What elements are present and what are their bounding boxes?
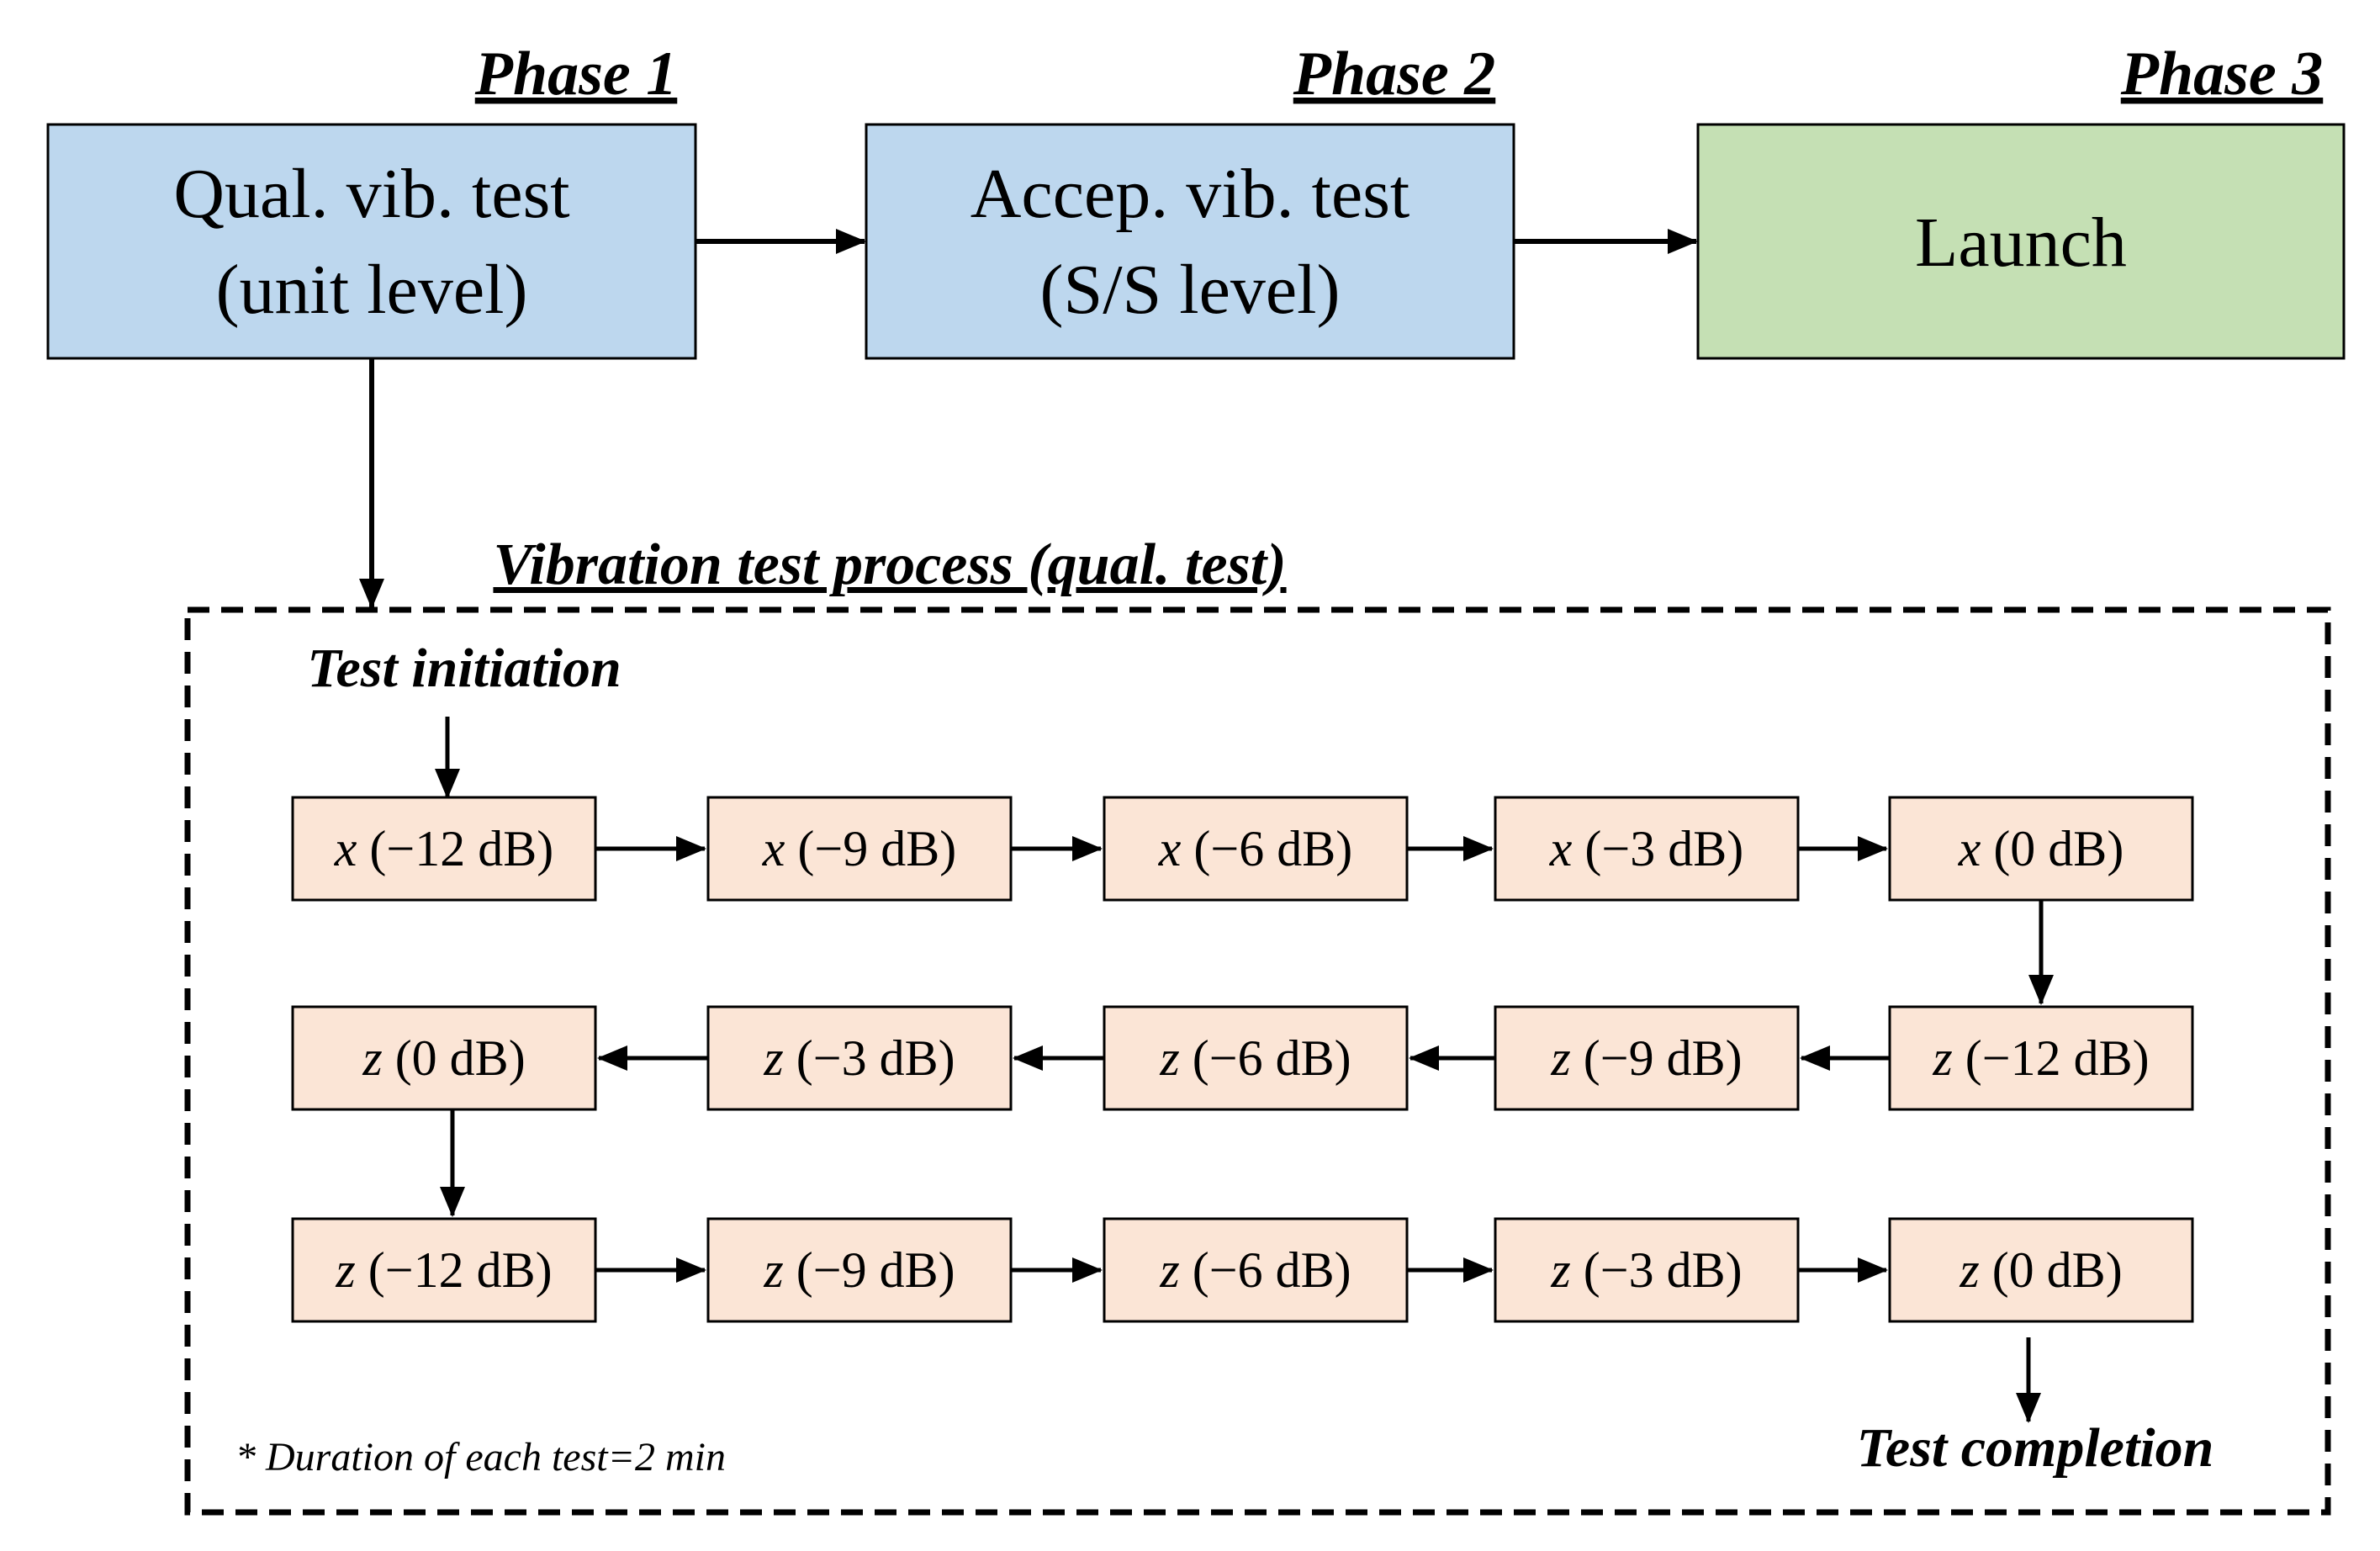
duration-note: * Duration of each test=2 min [235,1435,726,1480]
test-step-box: x (−3 dB) [1494,796,1800,902]
test-step-axis: x [1158,821,1182,876]
test-step-label: z (−6 dB) [1159,1030,1351,1086]
test-step-level: (−9 dB) [785,821,956,876]
test-step-label: x (−6 dB) [1158,821,1352,876]
test-step-level: (−3 dB) [784,1030,955,1086]
test-step-label: z (−12 dB) [1932,1030,2149,1086]
test-step-box: x (−6 dB) [1103,796,1409,902]
test-step-rect [1494,1005,1800,1111]
test-step-label: x (−12 dB) [334,821,553,876]
phase-2-box: Accep. vib. test (S/S level) [865,123,1515,360]
phase-1-line1: Qual. vib. test [173,155,569,233]
test-step-axis: x [762,821,785,876]
test-step-level: (−6 dB) [1180,1242,1351,1298]
test-step-axis: z [335,1242,355,1298]
test-step-label: x (−9 dB) [762,821,956,876]
test-step-label: z (−6 dB) [1159,1242,1351,1298]
test-step-level: (0 dB) [383,1030,526,1086]
test-step-label: z (−3 dB) [1550,1242,1742,1298]
test-step-axis: z [362,1030,382,1086]
test-step-level: (−9 dB) [784,1242,955,1298]
test-step-arrows [440,836,2054,1283]
test-step-label: z (−3 dB) [763,1030,955,1086]
test-step-rect [1888,796,2194,902]
test-step-box: z (−6 dB) [1103,1217,1409,1323]
test-step-axis: z [1550,1242,1570,1298]
test-step-level: (−3 dB) [1572,821,1743,876]
test-step-label: x (−3 dB) [1549,821,1743,876]
test-step-axis: x [334,821,357,876]
test-step-axis: z [763,1242,783,1298]
test-step-box: z (0 dB) [291,1005,597,1111]
test-step-rect [1103,1005,1409,1111]
process-title: Vibration test process (qual. test) [493,532,1286,597]
test-step-axis: z [1159,1030,1179,1086]
test-step-rect [291,1005,597,1111]
test-completion-label: Test completion [1857,1417,2214,1479]
phase-2-line1: Accep. vib. test [971,155,1410,233]
test-step-rect [706,1005,1013,1111]
test-step-rect [291,796,597,902]
test-step-level: (0 dB) [1981,821,2123,876]
test-step-level: (0 dB) [1980,1242,2123,1298]
process-dashed-border [184,606,2331,1516]
test-step-level: (−9 dB) [1571,1030,1743,1086]
phase-1-heading: Phase 1 [474,40,678,109]
test-step-box: z (−6 dB) [1103,1005,1409,1111]
test-step-level: (−3 dB) [1571,1242,1743,1298]
test-step-level: (−6 dB) [1180,1030,1351,1086]
test-step-label: z (0 dB) [362,1030,525,1086]
phase-3-box: Launch [1696,123,2346,360]
test-step-level: (−12 dB) [1953,1030,2150,1086]
test-step-axis: x [1958,821,1981,876]
test-initiation-label: Test initiation [307,638,621,699]
test-step-axis: z [763,1030,783,1086]
test-step-label: x (0 dB) [1958,821,2124,876]
phase-1-line2: (unit level) [216,251,528,329]
test-step-box: z (−3 dB) [706,1005,1013,1111]
test-step-box: z (−9 dB) [1494,1005,1800,1111]
test-step-box: z (0 dB) [1888,1217,2194,1323]
test-step-rect [1103,796,1409,902]
test-step-axis: z [1959,1242,1979,1298]
test-step-axis: z [1550,1030,1570,1086]
test-step-rect [1494,796,1800,902]
test-step-label: z (0 dB) [1959,1242,2122,1298]
test-step-level: (−12 dB) [357,821,553,876]
test-step-box: x (−12 dB) [291,796,597,902]
test-step-axis: z [1159,1242,1179,1298]
test-steps: x (−12 dB)x (−9 dB)x (−6 dB)x (−3 dB)x (… [291,796,2194,1323]
test-step-label: z (−9 dB) [763,1242,955,1298]
test-step-rect [706,1217,1013,1323]
test-step-box: z (−3 dB) [1494,1217,1800,1323]
test-step-label: z (−12 dB) [335,1242,552,1298]
test-step-box: x (0 dB) [1888,796,2194,902]
test-step-box: z (−12 dB) [1888,1005,2194,1111]
test-step-level: (−6 dB) [1181,821,1352,876]
test-step-rect [706,796,1013,902]
test-step-box: z (−12 dB) [291,1217,597,1323]
test-step-rect [1888,1217,2194,1323]
test-step-axis: x [1549,821,1573,876]
test-step-rect [1494,1217,1800,1323]
test-step-axis: z [1932,1030,1952,1086]
test-step-box: z (−9 dB) [706,1217,1013,1323]
test-step-box: x (−9 dB) [706,796,1013,902]
phase-3-label: Launch [1915,204,2127,282]
phase-2-heading: Phase 2 [1293,40,1496,109]
phase-1-box: Qual. vib. test (unit level) [46,123,697,360]
phase-2-line2: (S/S level) [1040,251,1341,329]
test-step-level: (−12 dB) [356,1242,553,1298]
phase-3-heading: Phase 3 [2120,40,2324,109]
test-step-label: z (−9 dB) [1550,1030,1742,1086]
test-step-rect [1103,1217,1409,1323]
